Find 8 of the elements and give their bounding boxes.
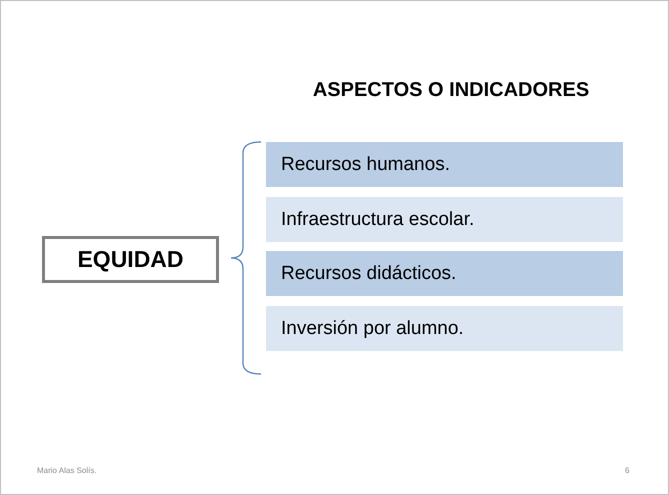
indicator-bar: Infraestructura escolar. <box>266 197 623 242</box>
slide-title: ASPECTOS O INDICADORES <box>312 79 590 102</box>
author-footer: Mario Alas Solís. <box>37 466 97 475</box>
concept-box: EQUIDAD <box>42 236 219 283</box>
page-number: 6 <box>625 466 630 475</box>
indicator-bar: Recursos humanos. <box>266 142 623 187</box>
indicator-bar: Recursos didácticos. <box>266 251 623 296</box>
indicator-bar: Inversión por alumno. <box>266 306 623 351</box>
